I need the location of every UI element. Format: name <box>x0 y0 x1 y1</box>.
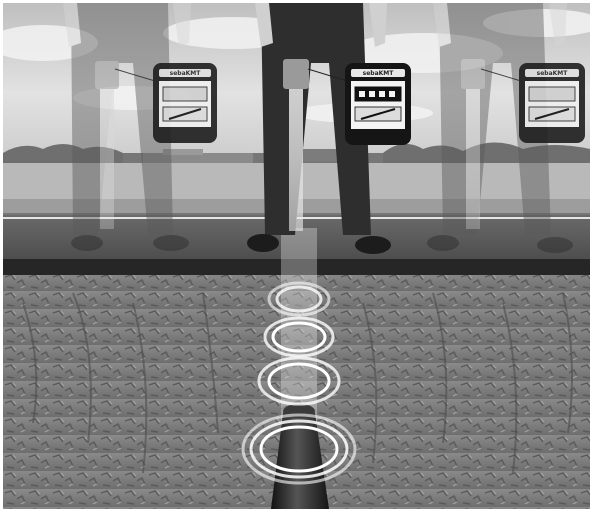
device-brand-label: sebaKMT <box>537 70 569 77</box>
device-brand-label: sebaKMT <box>170 70 202 77</box>
scene-illustration: sebaKMT sebaKMT sebaKMT <box>3 3 590 509</box>
photo-frame: sebaKMT sebaKMT sebaKMT <box>3 3 590 509</box>
device-brand-label: sebaKMT <box>363 70 395 77</box>
probe-handle <box>283 59 309 89</box>
locator-probe <box>289 89 303 231</box>
